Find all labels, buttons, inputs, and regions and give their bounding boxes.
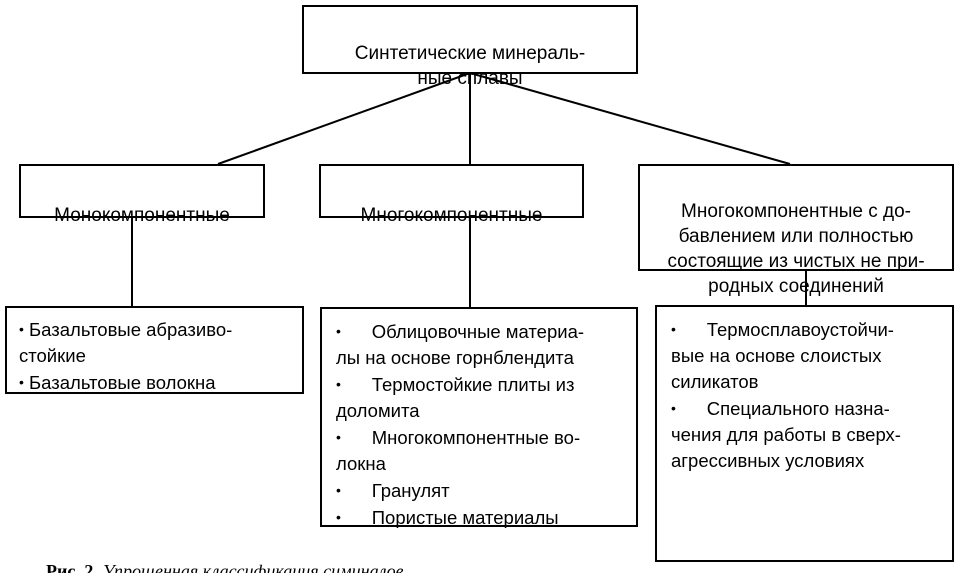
bullet-icon: •	[336, 509, 341, 525]
items-box-2[interactable]: • Облицовочные материа-лы на основе горн…	[320, 307, 638, 528]
items-list-3: • Термосплавоустойчи-вые на основе слоис…	[671, 316, 946, 474]
bullet-icon: •	[336, 429, 341, 445]
list-item-text: Базальтовые абразиво-	[23, 319, 233, 340]
items-list-1: • Базальтовые абразиво-стойкие• Базальто…	[19, 316, 296, 396]
list-item-line: • Облицовочные материа-	[336, 318, 630, 345]
root-box[interactable]: Синтетические минераль- ные сплавы	[302, 5, 638, 89]
list-item-text: Пористые материалы	[340, 507, 559, 528]
items-box-1[interactable]: • Базальтовые абразиво-стойкие• Базальто…	[5, 306, 304, 394]
category-box-3[interactable]: Многокомпонентные с до- бавлением или по…	[638, 164, 954, 297]
list-item-line: лы на основе горнблендита	[336, 345, 630, 371]
list-item-text: Гранулят	[340, 480, 450, 501]
list-item-text: доломита	[336, 400, 420, 421]
figure-caption-text: . Упрощенная классификация симиналов	[93, 561, 404, 573]
list-item-line: чения для работы в сверх-	[671, 422, 946, 448]
list-item-line: • Базальтовые волокна	[19, 369, 296, 396]
list-item-line: доломита	[336, 398, 630, 424]
list-item-line: силикатов	[671, 369, 946, 395]
figure-caption-label: Рис. 2	[46, 561, 94, 573]
list-item-line: • Базальтовые абразиво-	[19, 316, 296, 343]
list-item-text: локна	[336, 453, 386, 474]
list-item-line: • Термосплавоустойчи-	[671, 316, 946, 343]
category-box-1-label: Монокомпонентные	[54, 205, 230, 226]
list-item-text: силикатов	[671, 371, 759, 392]
list-item-line: агрессивных условиях	[671, 448, 946, 474]
category-box-1[interactable]: Монокомпонентные	[19, 164, 265, 226]
list-item-line: • Многокомпонентные во-	[336, 424, 630, 451]
items-list-2: • Облицовочные материа-лы на основе горн…	[336, 318, 630, 531]
items-box-3[interactable]: • Термосплавоустойчи-вые на основе слоис…	[655, 305, 954, 562]
list-item-line: стойкие	[19, 343, 296, 369]
bullet-icon: •	[671, 321, 676, 337]
list-item-text: чения для работы в сверх-	[671, 424, 901, 445]
bullet-icon: •	[19, 374, 24, 390]
list-item-text: Термостойкие плиты из	[340, 374, 575, 395]
bullet-icon: •	[336, 323, 341, 339]
list-item-text: Многокомпонентные во-	[340, 427, 581, 448]
category-box-2[interactable]: Многокомпонентные	[319, 164, 584, 226]
list-item-line: • Пористые материалы	[336, 504, 630, 531]
list-item-text: Специального назна-	[675, 398, 890, 419]
list-item-line: • Гранулят	[336, 477, 630, 504]
list-item-line: локна	[336, 451, 630, 477]
figure-caption: Рис. 2. Упрощенная классификация симинал…	[28, 540, 403, 573]
category-box-2-label: Многокомпонентные	[360, 205, 543, 226]
bullet-icon: •	[19, 321, 24, 337]
bullet-icon: •	[671, 400, 676, 416]
list-item-text: Облицовочные материа-	[340, 321, 585, 342]
list-item-text: лы на основе горнблендита	[336, 347, 574, 368]
list-item-text: агрессивных условиях	[671, 450, 865, 471]
list-item-line: • Термостойкие плиты из	[336, 371, 630, 398]
list-item-line: • Специального назна-	[671, 395, 946, 422]
list-item-line: вые на основе слоистых	[671, 343, 946, 369]
bullet-icon: •	[336, 482, 341, 498]
list-item-text: Термосплавоустойчи-	[675, 319, 894, 340]
bullet-icon: •	[336, 376, 341, 392]
list-item-text: стойкие	[19, 345, 86, 366]
category-box-3-label: Многокомпонентные с до- бавлением или по…	[667, 201, 925, 297]
list-item-text: вые на основе слоистых	[671, 345, 882, 366]
root-box-label: Синтетические минераль- ные сплавы	[354, 43, 586, 89]
list-item-text: Базальтовые волокна	[23, 372, 216, 393]
